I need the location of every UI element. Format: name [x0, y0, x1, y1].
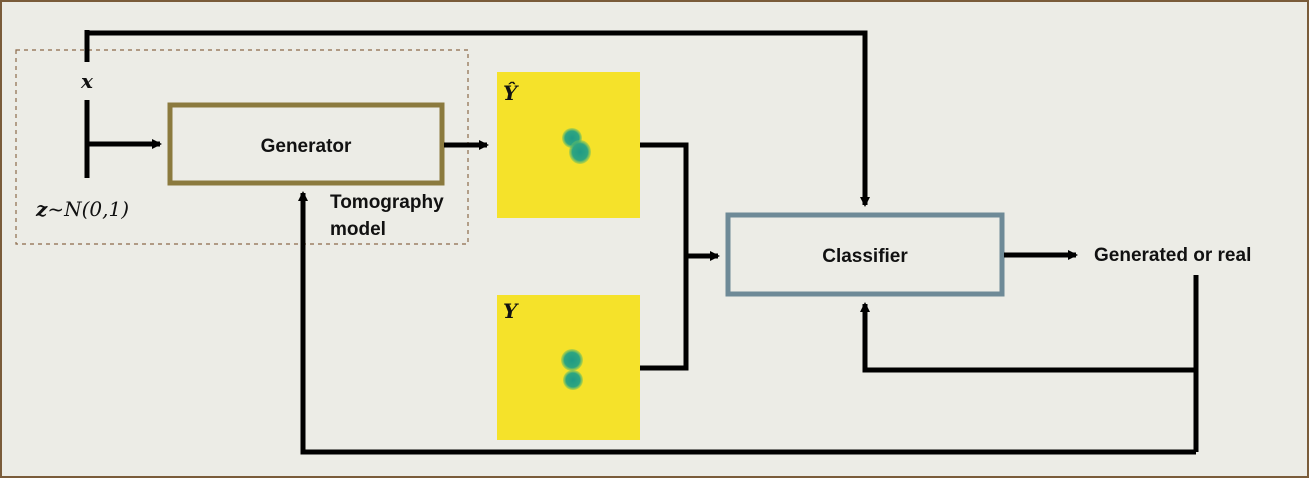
real-blob-1 — [561, 349, 583, 371]
tomography-label-line1: Tomography — [330, 192, 444, 213]
generated-blob-2 — [569, 140, 591, 164]
generator-box — [167, 102, 445, 186]
real-image-label: Y — [503, 299, 519, 323]
tomography-label-line2: model — [330, 219, 386, 240]
generator-label: Generator — [261, 136, 352, 157]
input-z-label: z~N(0,1) — [35, 197, 129, 221]
connector-generated-to-merge — [640, 142, 689, 371]
input-x-label: x — [80, 69, 94, 93]
classifier-box — [725, 212, 1005, 297]
feedback-to-classifier — [860, 302, 1196, 373]
tomography-model-group — [15, 49, 469, 245]
arrow-x-to-classifier — [87, 30, 870, 207]
real-blob-2 — [563, 370, 583, 390]
output-label: Generated or real — [1094, 245, 1251, 266]
generated-image-label: Ŷ — [503, 81, 519, 105]
feedback-to-generator — [298, 191, 1196, 455]
classifier-label: Classifier — [822, 246, 908, 267]
